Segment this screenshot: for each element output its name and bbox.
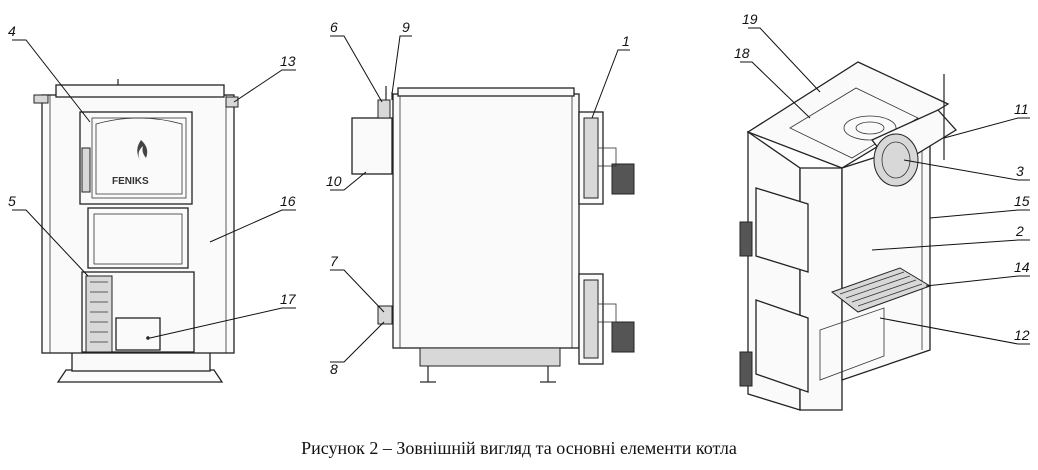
callout-side-5: 8 [330,361,338,377]
grate [830,267,932,313]
flue-pipe [351,117,393,175]
callout-iso-5: 2 [1015,223,1024,239]
callout-iso-4: 15 [1014,193,1030,209]
side-casing [392,93,580,349]
loading-door [79,111,193,205]
lower-door-handle [611,321,635,353]
callout-iso-1: 18 [734,45,750,61]
callout-iso-3: 3 [1016,163,1024,179]
callout-iso-7: 12 [1014,327,1030,343]
callout-side-0: 6 [330,19,338,35]
side-view [351,86,635,383]
upper-door-handle [611,163,635,195]
callout-side-1: 9 [402,19,410,35]
ash-box [115,317,161,351]
callout-front-0: 4 [8,23,16,39]
callout-leaders [12,27,1030,363]
callout-front-3: 16 [280,193,296,209]
front-view: FENIKS [33,79,239,383]
figure-caption: Рисунок 2 – Зовнішній вигляд та основні … [301,438,737,458]
cutaway-view [739,61,958,411]
callout-front-1: 13 [280,53,296,69]
callout-front-2: 5 [8,193,16,209]
callout-side-4: 7 [330,253,339,269]
callout-iso-6: 14 [1014,259,1030,275]
callout-side-3: 10 [326,173,342,189]
brand-label: FENIKS [112,176,149,187]
callout-iso-2: 11 [1014,101,1029,117]
callout-side-2: 1 [622,33,630,49]
callout-labels: 4 13 5 16 17 6 9 1 10 7 8 19 18 11 3 15 … [8,11,1030,377]
callout-iso-0: 19 [742,11,758,27]
flame-logo-icon [137,140,148,160]
callout-front-4: 17 [280,291,297,307]
